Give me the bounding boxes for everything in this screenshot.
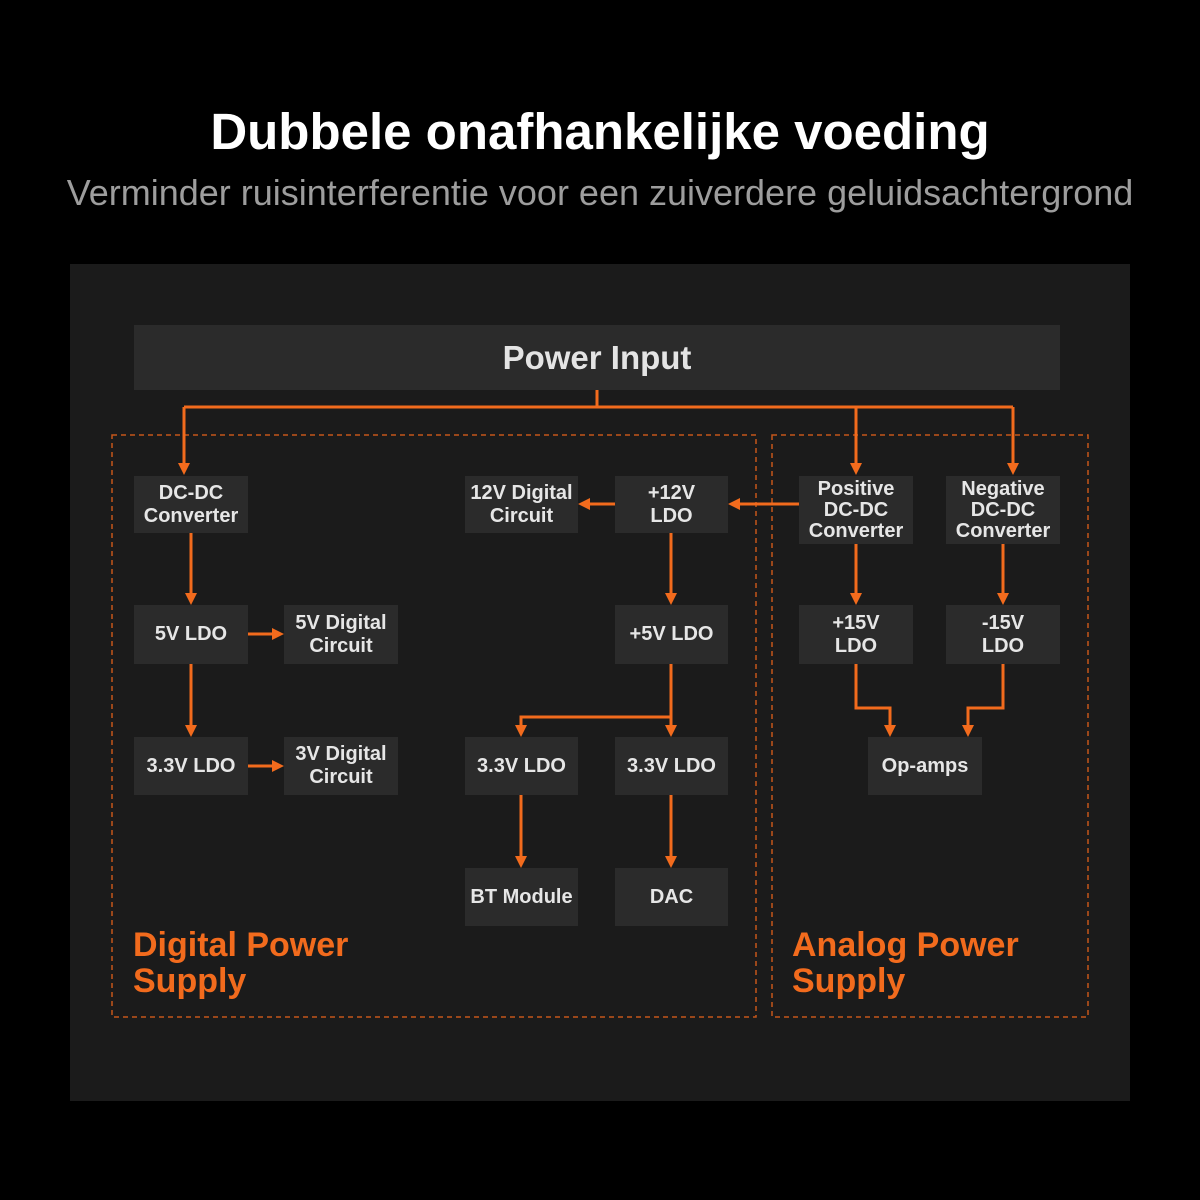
analog-power-supply-label: Analog Power Supply [792,926,1019,1000]
ldo-minus-15v-box: -15V LDO [946,605,1060,664]
arrow-15v-ldo-to-op-amps [854,664,896,737]
digital-circuit-12v-box: 12V Digital Circuit [465,476,578,533]
digital-circuit-5v-box: 5V Digital Circuit [284,605,398,664]
digital-power-region [111,434,757,1018]
ldo-3v3-box: 3.3V LDO [134,737,248,795]
power-input-box: Power Input [134,325,1060,390]
diagram-panel [70,264,1130,1101]
page-title: Dubbele onafhankelijke voeding [210,103,990,160]
bt-module-box: BT Module [465,868,578,926]
ldo-3v3-dac-box: 3.3V LDO [615,737,728,795]
digital-power-supply-label: Digital Power Supply [133,926,349,1000]
page-subtitle: Verminder ruisinterferentie voor een zui… [66,172,1134,213]
analog-power-region [771,434,1089,1018]
arrow-minus-15v-ldo-to-op-amps [962,664,1005,737]
ldo-plus-15v-box: +15V LDO [799,605,913,664]
negative-dcdc-converter-box: Negative DC-DC Converter [946,476,1060,544]
ldo-5v-box: 5V LDO [134,605,248,664]
ldo-3v3-bt-box: 3.3V LDO [465,737,578,795]
arrow-5v-ldo-to-3v3-ldo-bt [515,715,671,737]
op-amps-box: Op-amps [868,737,982,795]
positive-dcdc-converter-box: Positive DC-DC Converter [799,476,913,544]
dcdc-converter-box: DC-DC Converter [134,476,248,533]
ldo-plus-5v-box: +5V LDO [615,605,728,664]
digital-circuit-3v-box: 3V Digital Circuit [284,737,398,795]
ldo-plus-12v-box: +12V LDO [615,476,728,533]
dac-box: DAC [615,868,728,926]
